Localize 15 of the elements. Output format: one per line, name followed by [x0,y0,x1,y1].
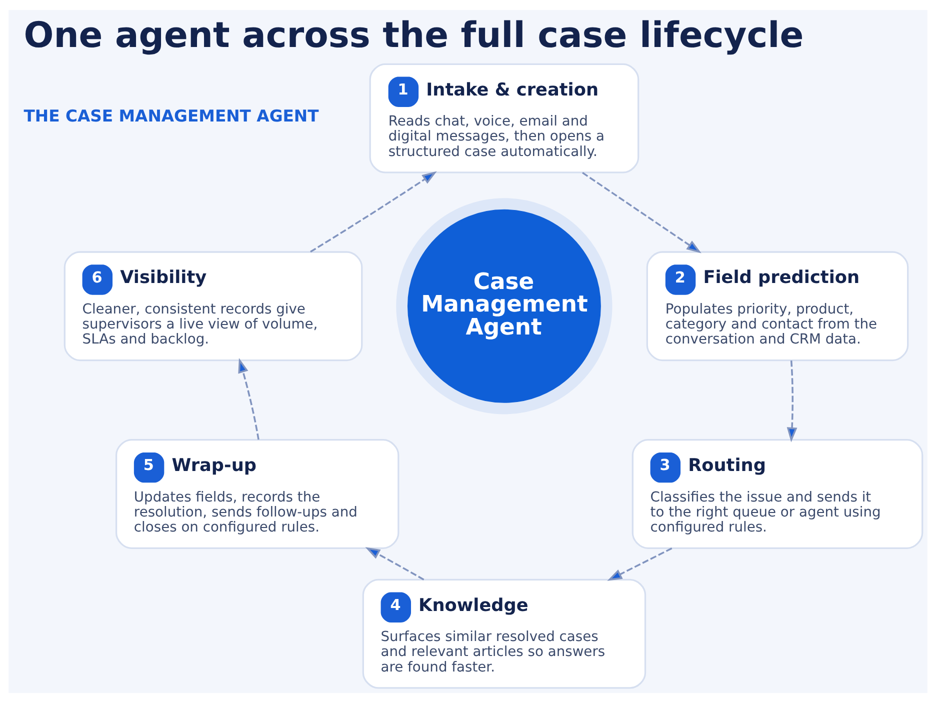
node-box: 6 Visibility Cleaner, consistent records give supervisors a live view of volume, SLAs and backlog. [64,250,363,361]
node-box: 5 Wrap-up Updates fields, records the resolution, sends follow-ups and closes on configured rules. [115,438,400,548]
arrow [582,171,702,253]
node-box: 3 Routing Classifies the issue and sends it to the right queue or agent using configured rules. [632,438,924,548]
arrow [365,546,424,580]
arrow [607,547,672,580]
arrow [786,360,798,442]
diagram-title: One agent across the full case lifecycle [24,14,804,56]
label: THE CASE MANAGEMENT AGENT [24,106,319,125]
node-circle: Case Management Agent [396,198,612,414]
arrow [238,357,260,440]
node-box: 2 Field prediction Populates priority, product, category and contact from the conversation and CRM data. [646,250,909,361]
arrow [310,170,437,252]
node-box: 4 Knowledge Surfaces similar resolved cases and relevant articles so answers are found faster. [362,578,646,688]
node-box: 1 Intake & creation Reads chat, voice, email and digital messages, then opens a structured case automatically. [369,62,640,173]
